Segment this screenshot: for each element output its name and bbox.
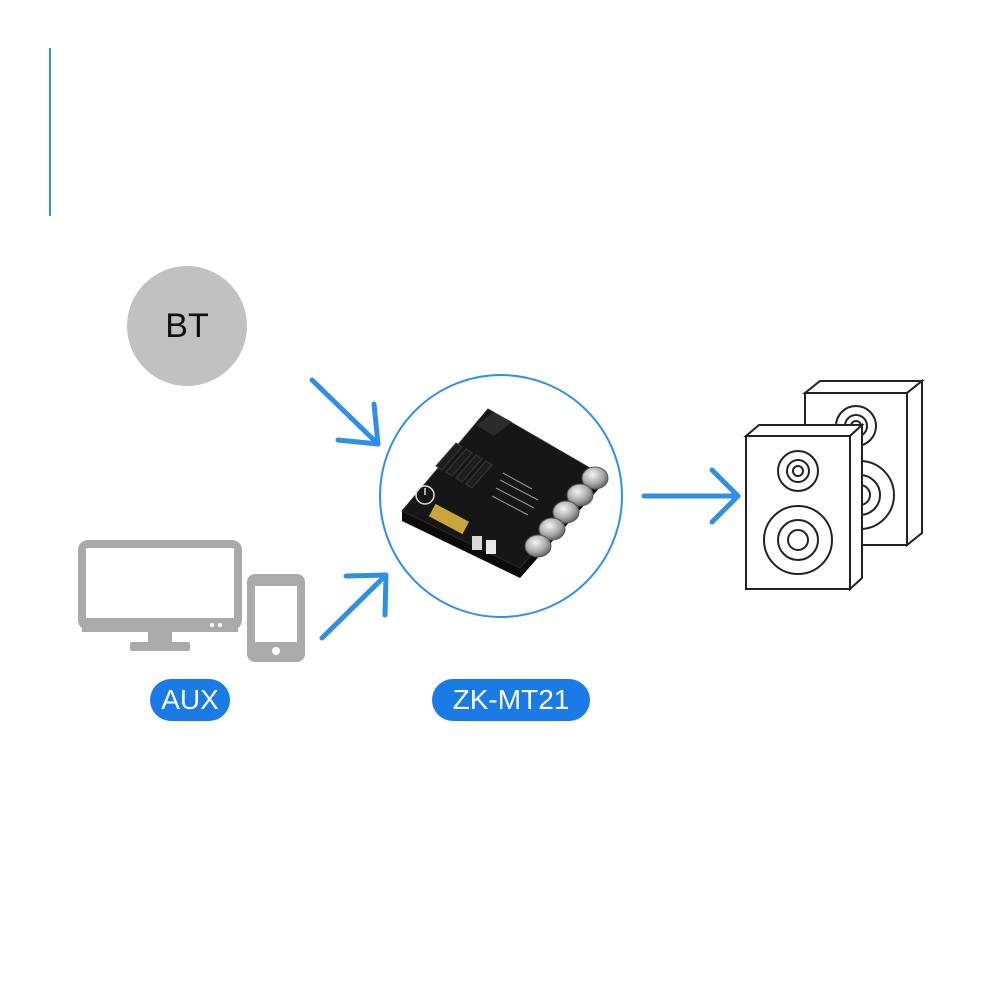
amplifier-knobs	[524, 466, 609, 558]
monitor-icon	[78, 540, 242, 651]
arrow-aux-to-device	[319, 572, 389, 641]
amplifier-board-image	[401, 408, 609, 578]
model-label-pill: ZK-MT21	[432, 679, 590, 721]
model-label: ZK-MT21	[452, 684, 570, 715]
aux-label-pill: AUX	[150, 679, 230, 721]
bt-label: BT	[165, 306, 209, 345]
aux-label: AUX	[161, 684, 219, 715]
accent-divider-line	[49, 48, 51, 216]
bt-source-circle: BT	[127, 266, 247, 386]
smartphone-icon	[247, 574, 305, 662]
arrow-bt-to-device	[309, 377, 381, 447]
speakers-icon	[743, 378, 925, 592]
arrow-device-to-speakers	[641, 467, 741, 525]
